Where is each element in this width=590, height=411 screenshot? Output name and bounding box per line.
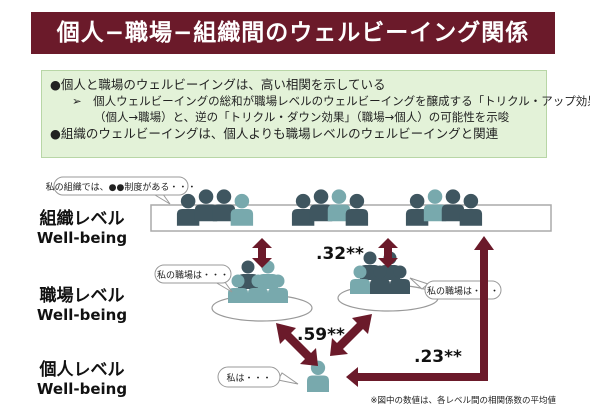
arrow-workplace-individual-right: [330, 314, 372, 356]
summary-box: ●個人と職場のウェルビーイングは、高い相関を示している ➢ 個人ウェルビーイング…: [41, 70, 590, 158]
level-individual-en: Well-being: [36, 380, 128, 398]
level-workplace-en: Well-being: [36, 306, 128, 324]
level-org-jp: 組織レベル: [39, 209, 125, 229]
bubble-org: 私の組織では、●●制度がある・・・: [46, 176, 197, 205]
level-org-en: Well-being: [36, 229, 128, 247]
level-workplace-jp: 職場レベル: [39, 286, 125, 306]
footnote: ※図中の数値は、各レベル間の相関係数の平均値: [370, 395, 556, 406]
bubble-workplace-left: 私の職場は・・・: [154, 264, 233, 293]
coef-org-individual: .23**: [414, 347, 462, 367]
individual-person: [307, 360, 329, 392]
workplace-group-left: [228, 260, 288, 303]
coef-org-workplace: .32**: [316, 244, 364, 264]
bubble-individual-text: 私は・・・: [226, 373, 271, 384]
org-group-left: [176, 189, 254, 226]
arrow-workplace-individual-left: [276, 323, 318, 366]
summary-bullet-2: ●組織のウェルビーイングは、個人よりも職場レベルのウェルビーイングと関連: [50, 126, 499, 141]
org-group-right: [405, 189, 483, 226]
coef-workplace-individual: .59**: [297, 325, 345, 345]
page-title: 個人−職場−組織間のウェルビーイング関係: [31, 12, 555, 54]
level-org-label: 組織レベル Well-being: [22, 209, 142, 248]
summary-bullet-1: ●個人と職場のウェルビーイングは、高い相関を示している: [50, 77, 386, 92]
bubble-workplace-right-text: 私の職場は・・・: [427, 285, 499, 297]
bubble-org-text: 私の組織では、●●制度がある・・・: [46, 181, 197, 193]
level-individual-jp: 個人レベル: [39, 360, 125, 380]
level-workplace-label: 職場レベル Well-being: [22, 286, 142, 325]
bubble-workplace-left-text: 私の職場は・・・: [157, 269, 229, 281]
summary-sub-line-1: ➢ 個人ウェルビーイングの総和が職場レベルのウェルビーイングを醸成する「トリクル…: [72, 94, 590, 108]
arrow-org-workplace-right: [378, 238, 398, 268]
summary-sub-line-2: （個人→職場）と、逆の「トリクル・ダウン効果」（職場→個人）の可能性を示唆: [94, 110, 510, 124]
arrow-org-workplace-left: [252, 238, 272, 268]
org-group-middle: [291, 189, 369, 226]
bubble-individual: 私は・・・: [217, 366, 299, 388]
level-individual-label: 個人レベル Well-being: [22, 360, 142, 399]
